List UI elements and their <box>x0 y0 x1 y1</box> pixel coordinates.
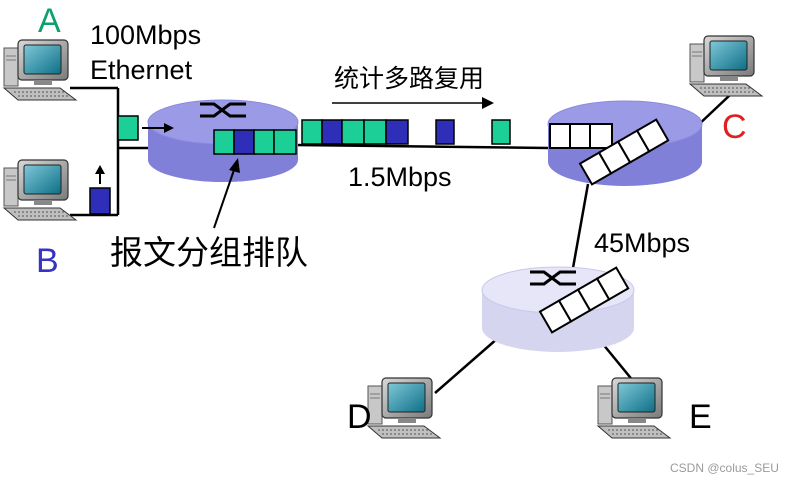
transit-packets <box>301 119 511 145</box>
host-label-d: D <box>347 398 372 436</box>
arrow-packet-to-router <box>142 123 174 133</box>
packet-queue-label: 报文分组排队 <box>110 233 308 272</box>
packet-green <box>301 119 323 145</box>
link-router3-d <box>434 337 499 394</box>
packet-blue <box>321 119 343 145</box>
stat-mux-label: 统计多路复用 <box>334 64 485 93</box>
arrow-stat-mux <box>332 97 494 109</box>
switch-icon <box>530 270 576 286</box>
link-router2-router3 <box>571 183 590 269</box>
queue-router-2-out <box>578 118 670 186</box>
queued-packet <box>233 129 255 155</box>
switch-icon <box>200 102 246 118</box>
packet-green <box>363 119 387 145</box>
host-label-e: E <box>689 398 712 436</box>
arrow-packet-queue <box>213 158 240 229</box>
ethernet-name-label: Ethernet <box>90 55 193 85</box>
queued-packet <box>213 129 235 155</box>
lower-link-speed-label: 45Mbps <box>594 228 691 258</box>
computer-icon-d[interactable] <box>367 377 441 439</box>
packet-green <box>341 119 365 145</box>
packet-from-b <box>89 187 111 215</box>
link-router1-router2 <box>294 143 549 150</box>
queue-router-3 <box>538 266 630 334</box>
computer-icon-a[interactable] <box>3 39 77 101</box>
queue-router-1 <box>213 129 297 155</box>
packet-blue <box>385 119 409 145</box>
ethernet-speed-label: 100Mbps <box>90 20 202 50</box>
host-label-a: A <box>38 2 61 40</box>
queue-router-2-in <box>549 123 613 149</box>
packet-blue <box>435 119 455 145</box>
packet-from-a <box>117 115 139 141</box>
middle-link-speed-label: 1.5Mbps <box>348 162 452 192</box>
computer-icon-e[interactable] <box>597 377 671 439</box>
watermark: CSDN @colus_SEU <box>670 461 779 475</box>
packet-green <box>491 119 511 145</box>
computer-icon-c[interactable] <box>689 35 763 97</box>
computer-icon-b[interactable] <box>3 159 77 221</box>
host-label-b: B <box>36 242 59 280</box>
queued-packet <box>253 129 275 155</box>
arrow-packet-up <box>95 165 105 184</box>
host-label-c: C <box>722 108 747 146</box>
queued-packet <box>273 129 297 155</box>
